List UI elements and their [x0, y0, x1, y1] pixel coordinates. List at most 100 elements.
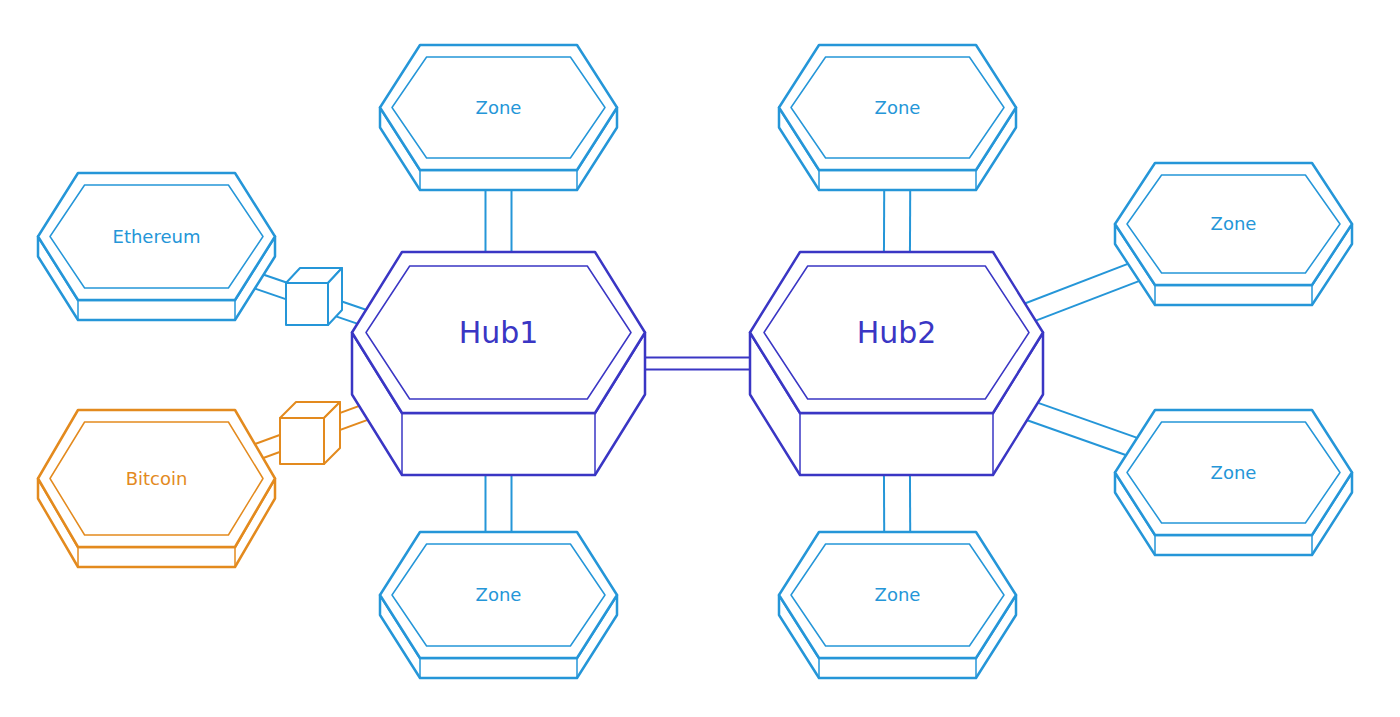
hexagon-face: Hub1 [352, 252, 645, 413]
hexagon-top [1115, 163, 1352, 285]
hexagon-edge [576, 658, 578, 678]
hexagon-inner [366, 266, 631, 399]
zone-hexagon: Zone [380, 532, 617, 678]
ibc-connection [1018, 269, 1143, 317]
hexagon-face: Zone [779, 45, 1016, 170]
zone-hexagon: Zone [779, 532, 1016, 678]
node-label: Zone [1211, 213, 1257, 235]
connector-outline [1020, 407, 1140, 449]
hexagon-edge [975, 170, 977, 190]
connector-outline [883, 180, 911, 262]
hexagon-face: Bitcoin [38, 410, 275, 547]
chain-hexagon: Ethereum [38, 173, 275, 320]
hexagon-face: Zone [380, 532, 617, 658]
connector-outline [485, 180, 513, 262]
hexagon-top [38, 410, 275, 547]
hexagon-edge [576, 170, 578, 190]
hexagon-outline [352, 252, 645, 475]
node-label: Zone [875, 584, 921, 606]
node-label: Hub1 [459, 315, 539, 351]
hexagon-edge [818, 658, 820, 678]
connector-outline [883, 465, 911, 542]
hexagon-edge [234, 547, 236, 567]
hexagon-top [779, 532, 1016, 658]
hexagon-edge [419, 170, 421, 190]
hexagon-top [352, 252, 645, 413]
bridge-front [280, 418, 324, 464]
connector-outline [635, 357, 760, 371]
connector-outline [485, 465, 513, 542]
hub-hexagon: Hub1 [352, 252, 645, 475]
ibc-connection [896, 465, 897, 542]
hexagon-edge [234, 300, 236, 320]
hexagon-edge [1311, 535, 1313, 555]
zone-hexagon: Zone [1115, 410, 1352, 555]
hexagon-edge [992, 413, 994, 475]
node-label: Ethereum [113, 226, 201, 248]
hexagon-face: Zone [1115, 163, 1352, 285]
bridge-front [286, 283, 328, 325]
hexagon-inner [791, 57, 1004, 158]
ibc-connection [896, 180, 897, 262]
connector-fill [487, 465, 511, 542]
hexagon-edge [401, 413, 403, 475]
hexagon-edge [77, 547, 79, 567]
hexagon-edge [975, 658, 977, 678]
node-label: Hub2 [857, 315, 937, 351]
zone-hexagon: Zone [1115, 163, 1352, 305]
connector-outline [1018, 269, 1143, 317]
hexagon-face: Zone [380, 45, 617, 170]
hexagon-edge [818, 170, 820, 190]
hexagon-inner [392, 57, 605, 158]
zone-hexagon: Zone [779, 45, 1016, 190]
hexagon-edge [799, 413, 801, 475]
hexagon-edge [1154, 285, 1156, 305]
peg-bridge [280, 402, 340, 464]
connector-fill [885, 465, 909, 542]
connector-fill [885, 180, 909, 262]
ibc-connection [498, 180, 499, 262]
hexagon-edge [594, 413, 596, 475]
hexagon-edge [1311, 285, 1313, 305]
hexagon-inner [764, 266, 1029, 399]
hexagon-edge [77, 300, 79, 320]
hexagon-face: Hub2 [750, 252, 1043, 413]
hexagon-inner [392, 544, 605, 646]
hexagon-face: Ethereum [38, 173, 275, 300]
chain-hexagon: Bitcoin [38, 410, 275, 567]
connector-fill [1018, 269, 1143, 317]
node-label: Zone [476, 97, 522, 119]
hexagon-inner [50, 185, 263, 288]
bridge-side [328, 268, 342, 325]
node-label: Bitcoin [126, 468, 188, 490]
hexagon-edge [419, 658, 421, 678]
hexagon-top [750, 252, 1043, 413]
hexagon-face: Zone [1115, 410, 1352, 535]
connector-fill [1020, 407, 1140, 449]
hexagon-top [779, 45, 1016, 170]
hexagon-top [380, 532, 617, 658]
node-label: Zone [1211, 462, 1257, 484]
node-label: Zone [875, 97, 921, 119]
hexagon-top [38, 173, 275, 300]
bridge-side [324, 402, 340, 464]
hexagon-inner [791, 544, 1004, 646]
hexagon-inner [1127, 422, 1340, 523]
ibc-connection [498, 465, 499, 542]
hexagon-outline [750, 252, 1043, 475]
hexagon-top [380, 45, 617, 170]
peg-bridge [286, 268, 342, 325]
hub-hexagon: Hub2 [750, 252, 1043, 475]
connector-fill [487, 180, 511, 262]
connector-fill [635, 359, 760, 369]
hexagon-edge [1154, 535, 1156, 555]
node-label: Zone [476, 584, 522, 606]
hexagon-top [1115, 410, 1352, 535]
zone-hexagon: Zone [380, 45, 617, 190]
hexagon-inner [1127, 175, 1340, 273]
hexagon-face: Zone [779, 532, 1016, 658]
hexagon-inner [50, 422, 263, 535]
